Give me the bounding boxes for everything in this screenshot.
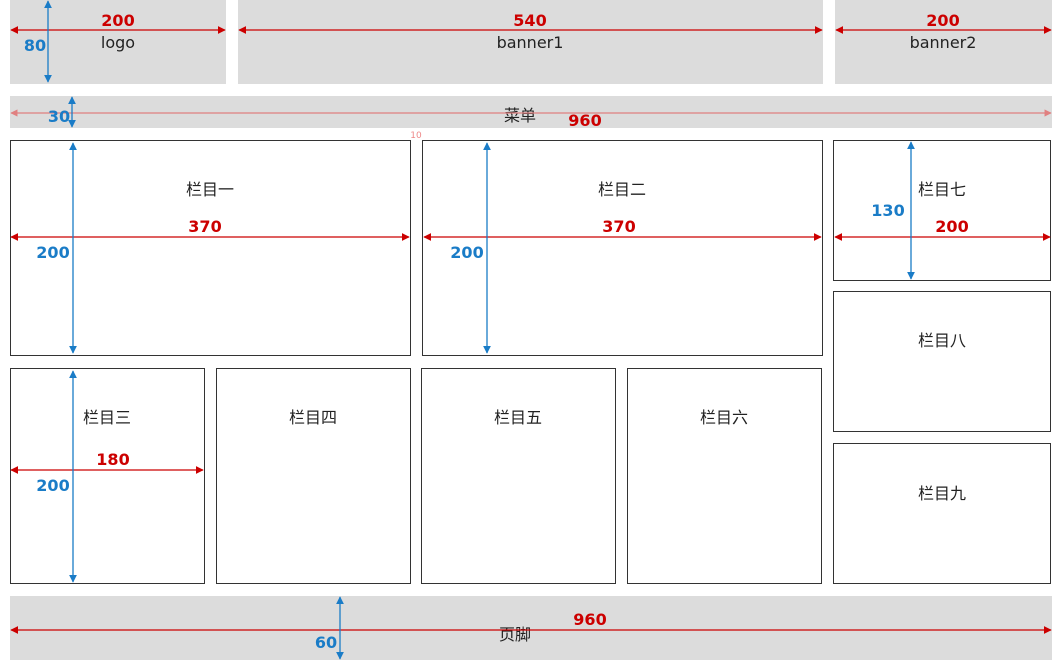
column-4-label: 栏目四 [288,408,338,427]
column-9-label: 栏目九 [917,484,967,503]
column-7-height-label: 130 [871,201,904,220]
column-9-box [833,443,1051,584]
logo-width-label: 200 [101,11,134,30]
column-1-height-label: 200 [36,243,69,262]
column-3-height-label: 200 [36,476,69,495]
banner2-box [835,0,1052,84]
footer-width-label: 960 [573,610,606,629]
column-3-box [10,368,205,584]
column-7-width-label: 200 [935,217,968,236]
column-5-label: 栏目五 [493,408,543,427]
column-6-box [627,368,822,584]
banner1-box [238,0,823,84]
logo-label: logo [100,33,136,52]
column-8-box [833,291,1051,432]
column-8-label: 栏目八 [917,331,967,350]
column-1-width-label: 370 [188,217,221,236]
footer-height-label: 60 [315,633,337,652]
column-2-label: 栏目二 [597,180,647,199]
menu-width-label: 960 [568,111,601,130]
column-7-box [833,140,1051,281]
column-7-label: 栏目七 [917,180,967,199]
column-2-width-label: 370 [602,217,635,236]
menu-height-label: 30 [48,107,70,126]
banner2-label: banner2 [909,33,977,52]
gap-label: 10 [410,131,422,141]
logo-height-label: 80 [24,36,46,55]
banner2-width-label: 200 [926,11,959,30]
column-6-label: 栏目六 [699,408,749,427]
column-5-box [421,368,616,584]
column-2-height-label: 200 [450,243,483,262]
column-3-label: 栏目三 [82,408,132,427]
column-1-label: 栏目一 [185,180,235,199]
banner1-width-label: 540 [513,11,546,30]
column-4-box [216,368,411,584]
column-3-width-label: 180 [96,450,129,469]
banner1-label: banner1 [496,33,564,52]
